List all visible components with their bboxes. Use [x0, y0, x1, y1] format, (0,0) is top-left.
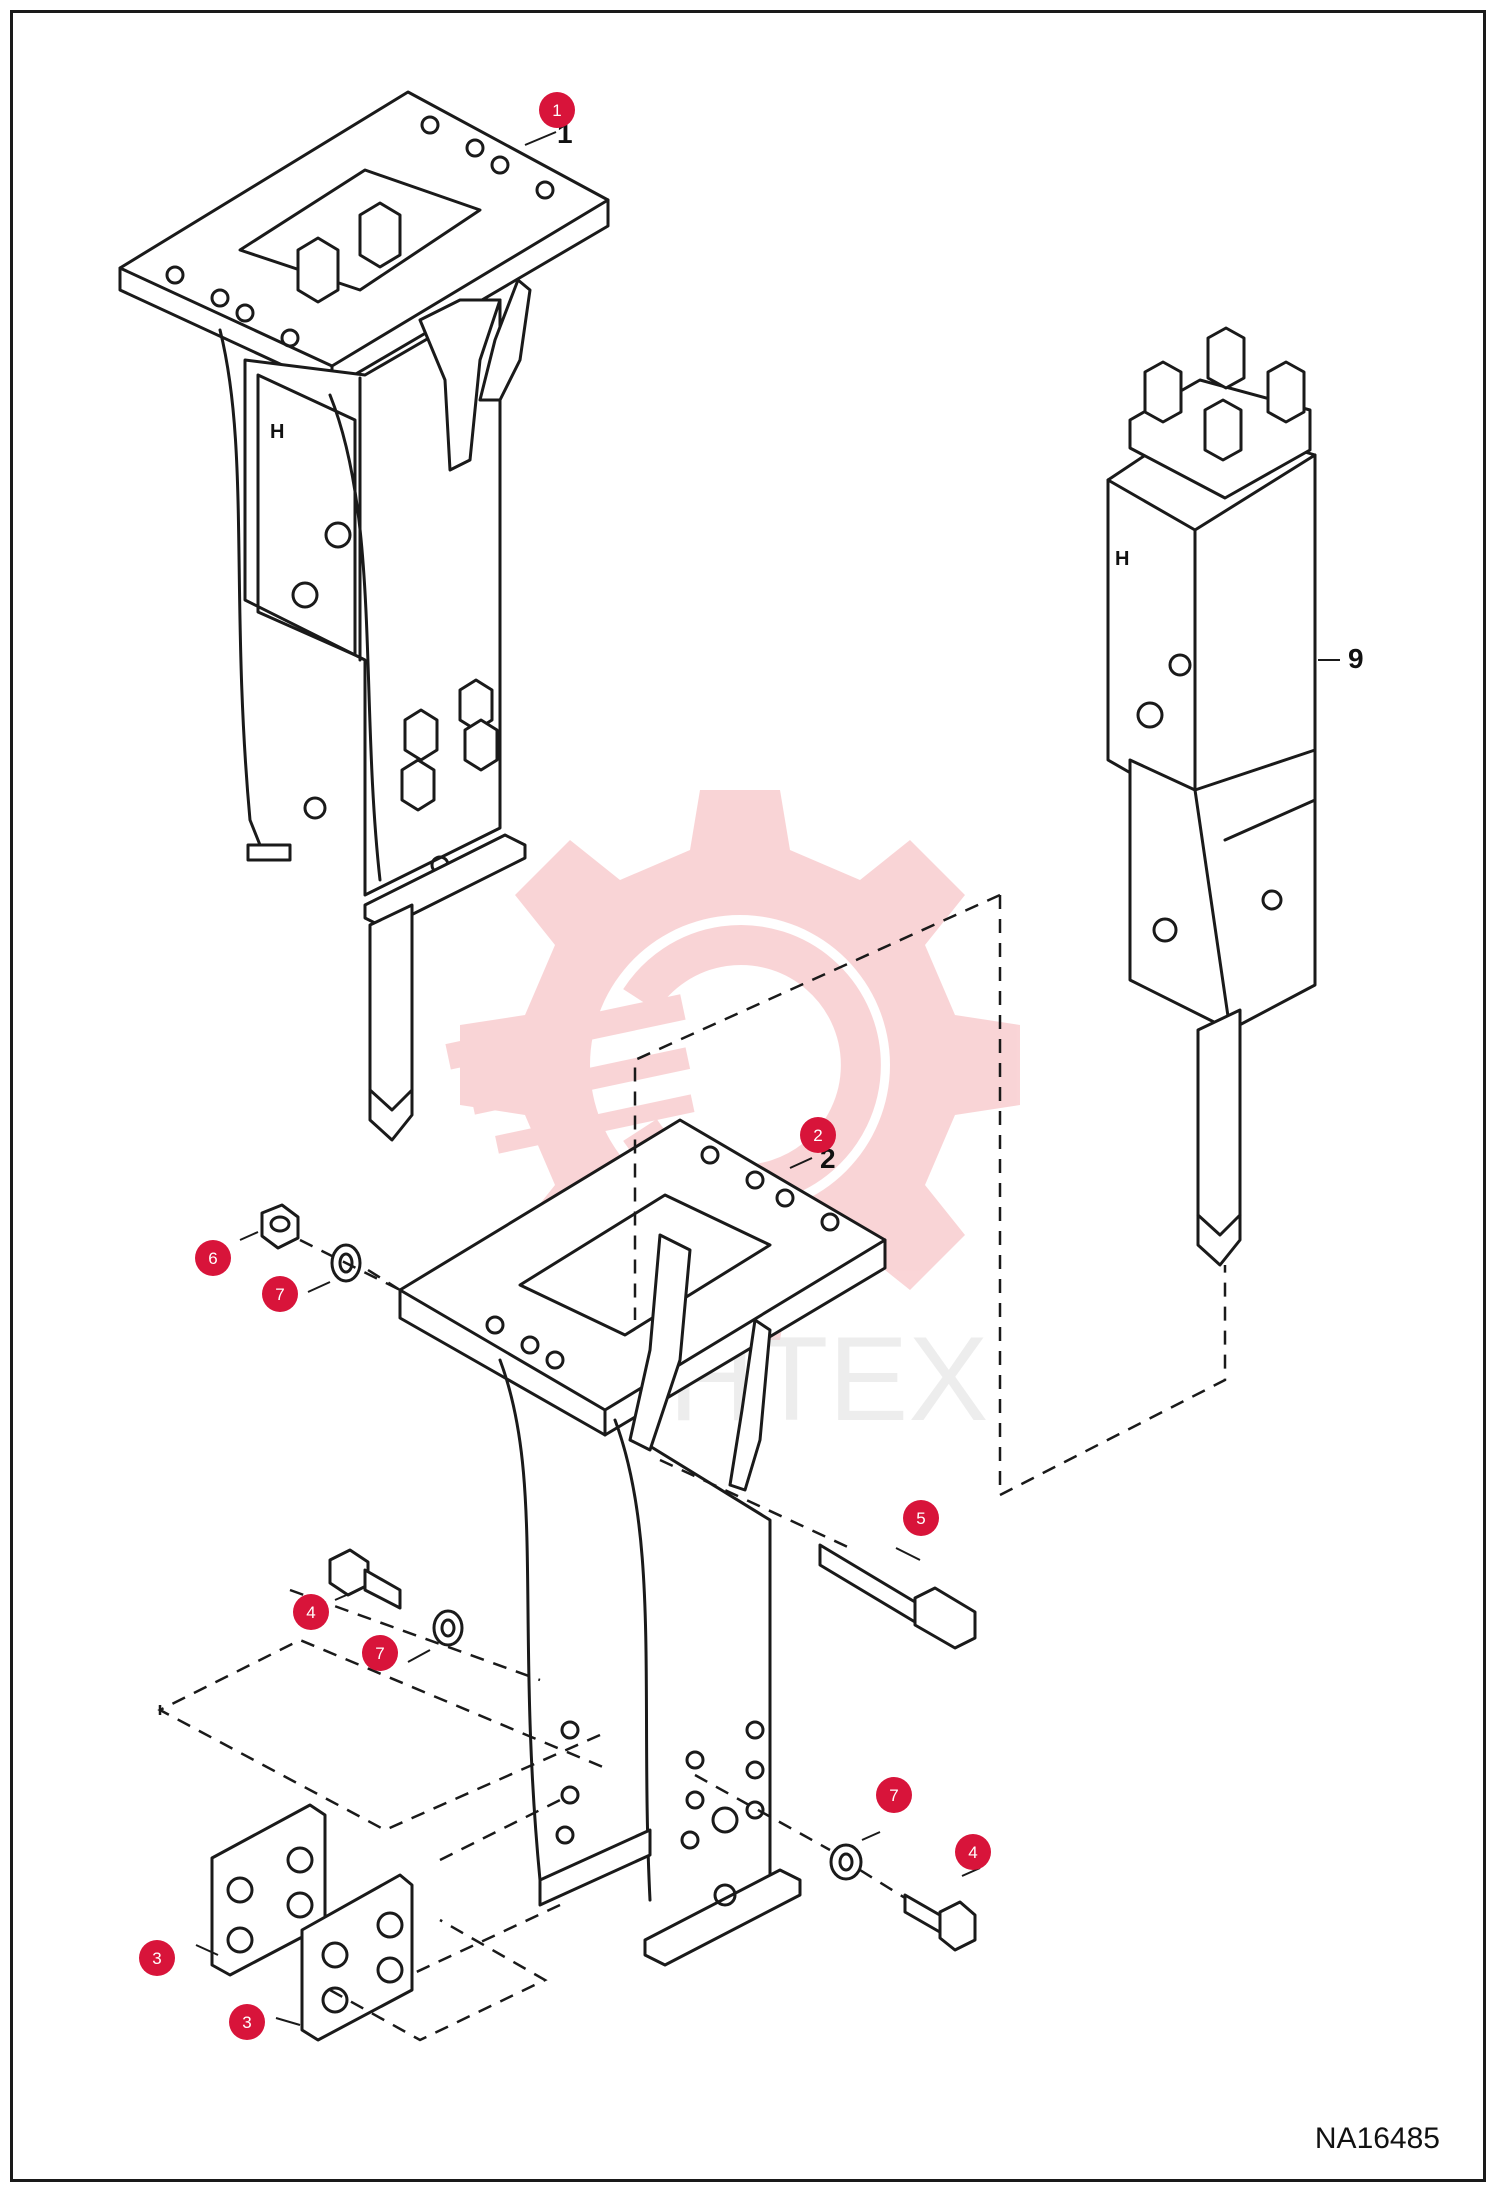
callout-4b[interactable]: 4 [955, 1834, 991, 1870]
bracket-frame-assembly-2 [398, 1118, 887, 1967]
callout-7a[interactable]: 7 [262, 1276, 298, 1312]
svg-text:1: 1 [552, 101, 561, 120]
svg-text:3: 3 [152, 1949, 161, 1968]
svg-text:7: 7 [375, 1644, 384, 1663]
callout-leaders [195, 131, 981, 2026]
svg-text:7: 7 [889, 1786, 898, 1805]
callout-3a[interactable]: 3 [139, 1940, 175, 1976]
svg-text:3: 3 [242, 2013, 251, 2032]
svg-text:2: 2 [813, 1126, 822, 1145]
svg-text:7: 7 [275, 1285, 284, 1304]
callout-4a[interactable]: 4 [293, 1594, 329, 1630]
callout-1[interactable]: 1 1 [539, 92, 575, 149]
svg-text:H: H [270, 421, 284, 443]
callout-7b[interactable]: 7 [362, 1635, 398, 1671]
part-number-9[interactable]: 9 [1348, 643, 1364, 674]
svg-text:4: 4 [968, 1843, 977, 1862]
hardware-items [260, 1203, 977, 1952]
svg-text:4: 4 [306, 1603, 315, 1622]
breaker-assembly-1: H [118, 90, 610, 1142]
callout-3b[interactable]: 3 [229, 2004, 265, 2040]
assembly-dashed-lines [157, 893, 1227, 2042]
callout-6[interactable]: 6 [195, 1240, 231, 1276]
svg-text:6: 6 [208, 1249, 217, 1268]
svg-text:5: 5 [916, 1509, 925, 1528]
callout-5[interactable]: 5 [903, 1500, 939, 1536]
drawing-code: NA16485 [1314, 2122, 1440, 2155]
svg-text:H: H [1115, 548, 1129, 570]
wear-plates [210, 1803, 414, 2042]
callout-7c[interactable]: 7 [876, 1777, 912, 1813]
breaker-assembly-9: H [1106, 326, 1340, 1267]
callout-2[interactable]: 2 2 [800, 1117, 836, 1174]
